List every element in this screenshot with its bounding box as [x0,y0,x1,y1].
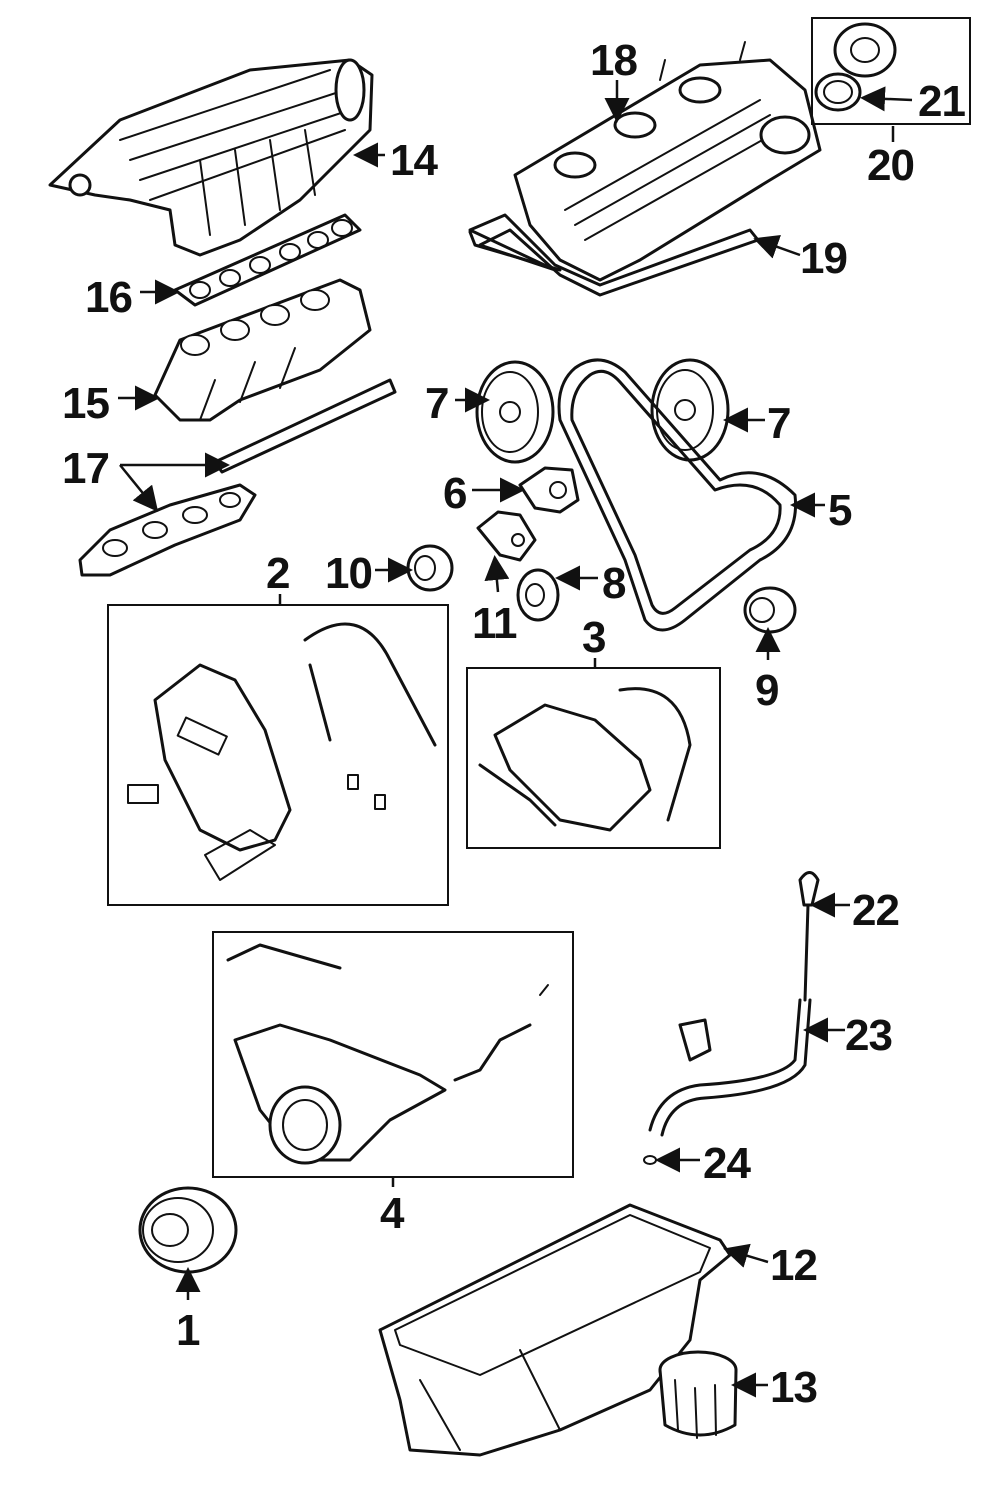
intake-gasket-lower[interactable] [78,378,397,577]
callout-9: 9 [755,666,778,715]
oil-dipstick[interactable] [798,871,820,1002]
timing-cover-lower-group[interactable] [212,931,574,1178]
dipstick-tube-seal[interactable] [643,1155,657,1165]
callout-20: 20 [867,141,914,190]
leader-lines [118,80,913,1398]
tensioner-pulley[interactable] [516,568,560,622]
callout-22: 22 [852,886,899,935]
callout-15: 15 [62,379,109,428]
dipstick-tube[interactable] [648,998,812,1137]
valve-cover-gasket[interactable] [468,213,760,297]
callout-16: 16 [85,273,132,322]
oil-filter[interactable] [658,1350,738,1439]
intake-manifold-upper[interactable] [48,58,374,257]
callout-14: 14 [390,136,438,185]
callout-23: 23 [845,1011,892,1060]
callout-17: 17 [62,444,109,493]
callout-7b: 7 [767,399,790,448]
timing-cover-upper-group[interactable] [107,604,449,906]
callout-13: 13 [770,1363,817,1412]
callout-21: 21 [918,77,965,126]
crankshaft-pulley[interactable] [138,1186,238,1274]
callout-2: 2 [266,549,289,598]
callout-7a: 7 [425,379,448,428]
timing-cover-middle-group[interactable] [466,667,721,849]
timing-belt[interactable] [557,358,798,632]
valve-cover[interactable] [513,41,822,282]
callout-3: 3 [582,613,605,662]
callout-1: 1 [176,1306,200,1355]
callout-8: 8 [602,559,626,608]
idler-pulley[interactable] [406,544,454,592]
callout-24: 24 [703,1139,751,1188]
callout-10: 10 [325,549,372,598]
intake-gasket-upper[interactable] [173,213,362,307]
callout-5: 5 [828,486,852,535]
callout-12: 12 [770,1241,817,1290]
callout-11: 11 [472,599,517,648]
tensioner-bracket[interactable] [476,510,537,562]
crankshaft-sprocket[interactable] [743,586,797,634]
camshaft-sprocket-left[interactable] [475,360,555,464]
callout-6: 6 [443,469,466,518]
callout-18: 18 [590,36,637,85]
callout-19: 19 [800,234,847,283]
oil-filler-cap-group[interactable] [811,17,971,125]
belt-tensioner[interactable] [518,466,580,514]
callout-4: 4 [380,1189,405,1238]
callout-labels: 14 16 15 17 18 19 21 20 7 7 5 6 10 8 11 … [62,36,966,1412]
intake-manifold-lower[interactable] [153,278,372,422]
